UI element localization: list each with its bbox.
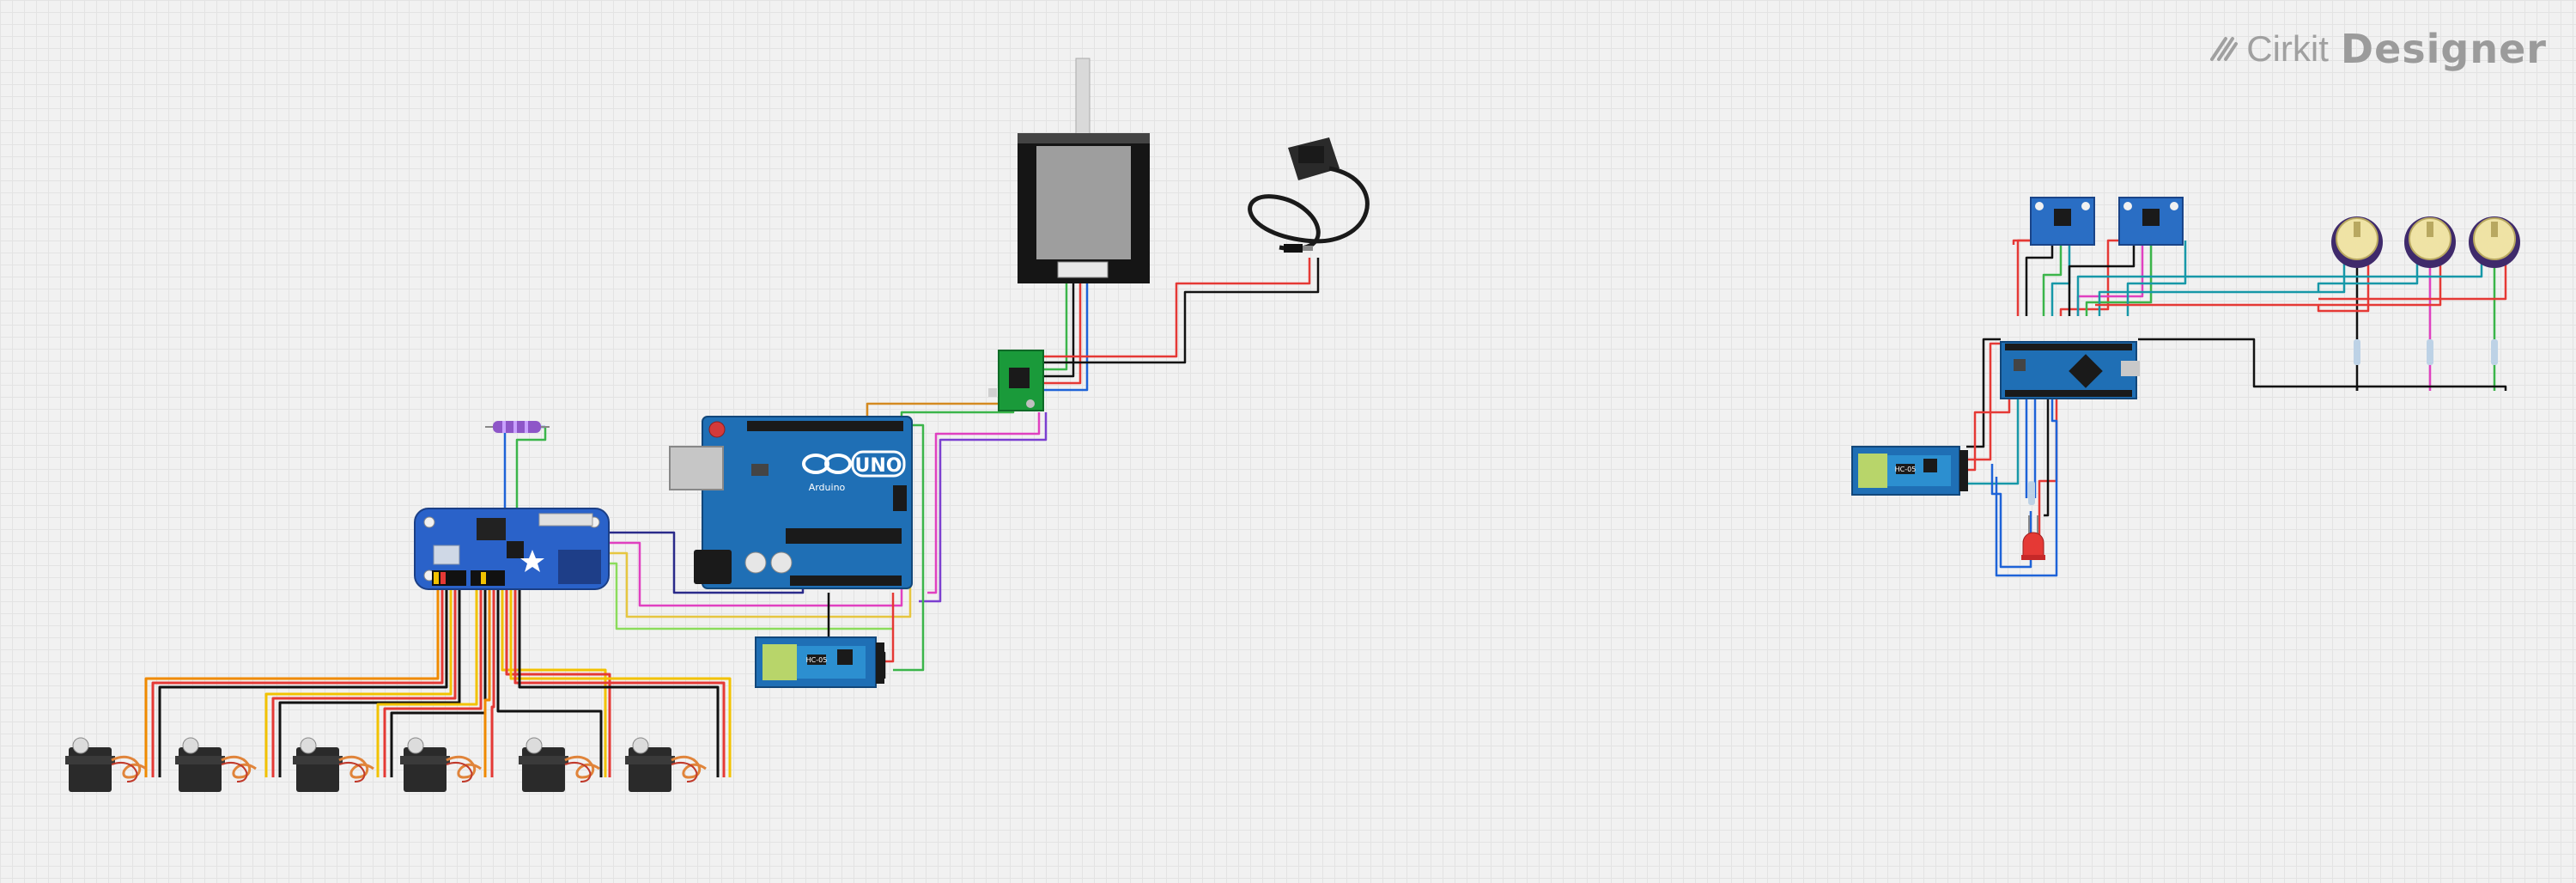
servo-motor-1[interactable] bbox=[65, 737, 147, 792]
pca-servo-headers bbox=[432, 550, 601, 586]
pot-resistors bbox=[2354, 339, 2498, 365]
imu-sensor-1[interactable] bbox=[2030, 197, 2095, 246]
pca9685-servo-driver[interactable] bbox=[414, 508, 610, 590]
servo-wires bbox=[144, 571, 732, 777]
bt-right-label: HC-05 bbox=[1895, 466, 1917, 473]
servo-group bbox=[65, 737, 707, 792]
uno-label: UNO bbox=[855, 455, 902, 477]
hc05-bluetooth-right[interactable]: HC-05 bbox=[1851, 446, 1968, 496]
cirkit-slash-icon bbox=[2210, 37, 2239, 61]
servo-motor-6[interactable] bbox=[625, 737, 707, 792]
stepper-motor-nema17[interactable] bbox=[1018, 58, 1150, 283]
potentiometer-3[interactable] bbox=[2469, 216, 2520, 268]
arduino-label: Arduino bbox=[809, 482, 846, 493]
arduino-infinity-logo bbox=[802, 454, 852, 474]
servo-motor-2[interactable] bbox=[175, 737, 257, 792]
wires-right bbox=[1966, 239, 2507, 577]
imu-sensor-2[interactable] bbox=[2118, 197, 2184, 246]
potentiometer-1[interactable] bbox=[2331, 216, 2383, 268]
brand-name: Cirkit bbox=[2246, 28, 2329, 69]
led-resistor bbox=[2028, 481, 2035, 505]
stepper-driver-a4988[interactable] bbox=[988, 350, 1044, 411]
red-led[interactable] bbox=[2021, 515, 2045, 560]
servo-motor-5[interactable] bbox=[519, 737, 600, 792]
potentiometer-2[interactable] bbox=[2404, 216, 2456, 268]
cirkit-logo: Cirkit Designer bbox=[2207, 26, 2547, 72]
bt-left-label: HC-05 bbox=[806, 656, 828, 664]
arduino-nano[interactable] bbox=[2000, 341, 2140, 399]
resistor[interactable] bbox=[485, 421, 550, 433]
dc-power-adapter[interactable] bbox=[1248, 137, 1370, 253]
servo-motor-4[interactable] bbox=[400, 737, 482, 792]
arduino-uno[interactable]: UNO Arduino bbox=[669, 416, 913, 589]
product-name: Designer bbox=[2340, 26, 2547, 72]
servo-motor-3[interactable] bbox=[293, 737, 374, 792]
hc05-bluetooth-left[interactable]: HC-05 bbox=[755, 636, 884, 688]
